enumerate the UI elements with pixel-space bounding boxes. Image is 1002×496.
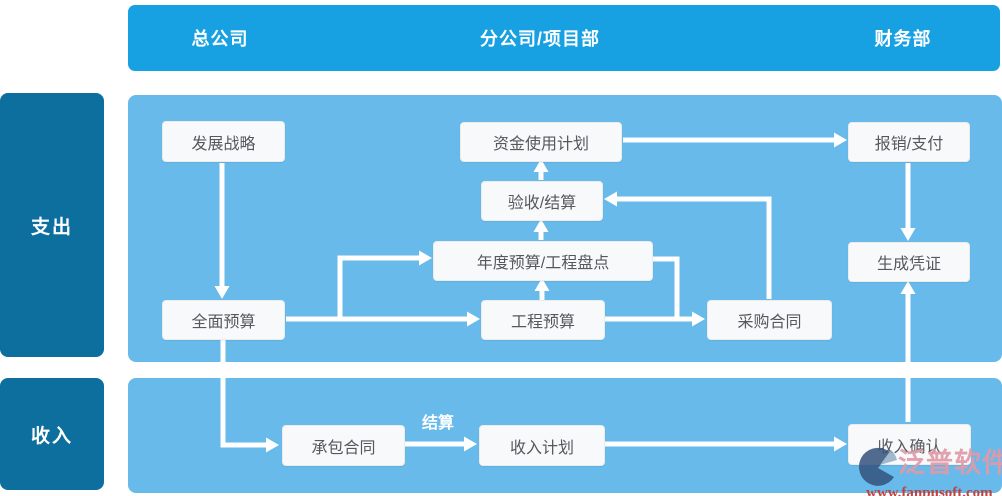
node-income-plan: 收入计划 [479,425,605,466]
node-acceptance-settlement: 验收/结算 [481,181,603,221]
column-header-bar: 总公司 分公司/项目部 财务部 [128,5,1000,71]
watermark: 泛普软件 www.fanpusoft.com [858,446,1002,496]
node-fund-use-plan: 资金使用计划 [460,122,622,162]
column-finance-dept: 财务部 [874,29,932,49]
node-procurement-contract: 采购合同 [707,300,832,340]
lane-income: 收入 [0,378,104,490]
edge-label-settlement: 结算 [421,415,455,432]
node-comprehensive-budget: 全面预算 [162,300,285,340]
node-generate-voucher: 生成凭证 [848,242,970,282]
watermark-url: www.fanpusoft.com [866,485,993,496]
lane-expense: 支出 [0,93,104,357]
column-head-office: 总公司 [191,29,249,49]
node-project-budget: 工程预算 [481,300,605,340]
node-reimbursement-payment: 报销/支付 [848,122,970,162]
lane-income-label: 收入 [30,425,73,447]
fanpu-logo-icon [858,447,897,486]
lane-expense-label: 支出 [30,216,73,238]
node-development-strategy: 发展战略 [162,121,285,162]
node-contracting-contract: 承包合同 [282,425,405,466]
node-annual-budget-inventory: 年度预算/工程盘点 [433,241,653,281]
watermark-brand: 泛普软件 [898,448,1002,478]
column-branch-project-dept: 分公司/项目部 [479,29,601,49]
